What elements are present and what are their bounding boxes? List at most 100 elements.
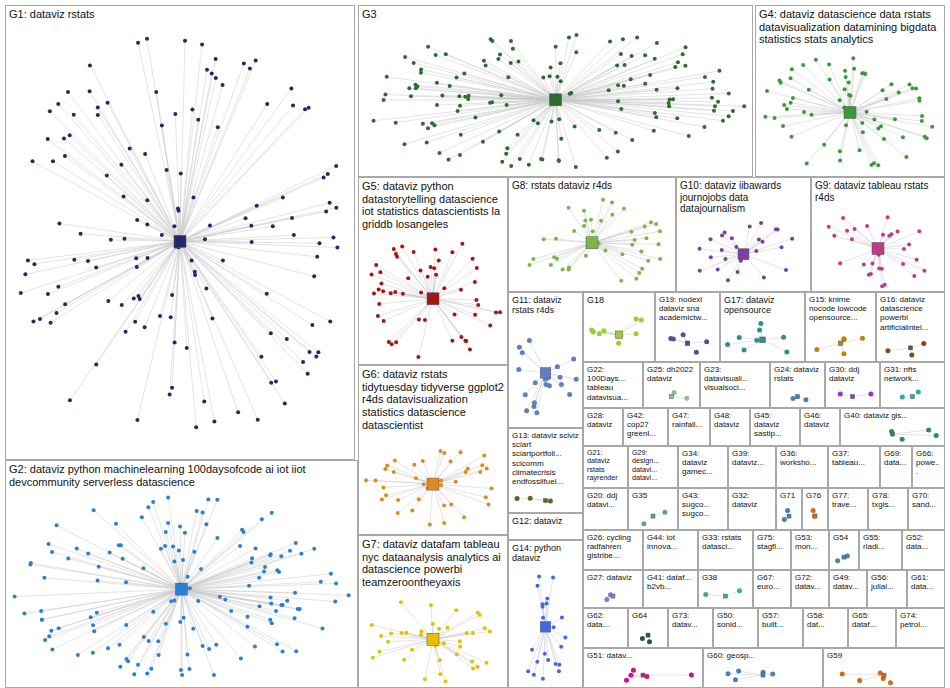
vertex-dot bbox=[196, 118, 200, 122]
vertex-dot bbox=[827, 225, 831, 229]
vertex-dot bbox=[256, 418, 260, 422]
group-network bbox=[528, 198, 663, 283]
group-network bbox=[703, 588, 742, 598]
vertex-dot bbox=[934, 433, 939, 438]
tie-line bbox=[180, 41, 185, 241]
vertex-dot bbox=[308, 350, 312, 354]
vertex-dot bbox=[459, 335, 463, 339]
vertex-dot bbox=[487, 502, 491, 506]
vertex-dot bbox=[166, 521, 170, 525]
vertex-dot bbox=[557, 159, 561, 163]
group-box: G52: data... bbox=[902, 530, 945, 570]
vertex-dot bbox=[473, 313, 477, 317]
vertex-dot bbox=[557, 158, 561, 162]
tie-line bbox=[180, 241, 271, 333]
vertex-dot bbox=[210, 71, 214, 75]
vertex-dot bbox=[684, 45, 688, 49]
vertex-dot bbox=[172, 224, 176, 228]
vertex-dot bbox=[761, 240, 765, 244]
vertex-dot bbox=[671, 337, 676, 342]
vertex-dot bbox=[922, 269, 926, 273]
tie-line bbox=[492, 100, 555, 103]
vertex-dot bbox=[727, 91, 731, 95]
tie-line bbox=[15, 589, 182, 596]
group-box: G37: tableau... bbox=[828, 446, 880, 488]
vertex-dot bbox=[392, 247, 396, 251]
vertex-dot bbox=[253, 645, 257, 649]
vertex-dot bbox=[687, 134, 691, 138]
tie-line bbox=[556, 54, 683, 100]
vertex-dot bbox=[444, 679, 448, 683]
tie-line bbox=[530, 243, 592, 265]
vertex-dot bbox=[288, 549, 292, 553]
group-box: G61: data... bbox=[907, 570, 945, 608]
tie-line bbox=[555, 47, 556, 100]
vertex-dot bbox=[920, 114, 924, 118]
group-label: G36: worksho... bbox=[777, 447, 827, 467]
tie-line bbox=[433, 456, 484, 485]
vertex-dot bbox=[483, 626, 487, 630]
vertex-dot bbox=[504, 152, 508, 156]
vertex-dot bbox=[471, 631, 475, 635]
tie-line bbox=[380, 639, 433, 652]
tie-line bbox=[556, 100, 607, 158]
vertex-dot bbox=[847, 81, 851, 85]
vertex-dot bbox=[379, 281, 383, 285]
vertex-dot bbox=[703, 75, 707, 79]
vertex-dot bbox=[563, 636, 567, 640]
vertex-dot bbox=[429, 265, 433, 269]
vertex-dot bbox=[173, 112, 177, 116]
tie-line bbox=[433, 299, 452, 341]
vertex-dot bbox=[376, 314, 380, 318]
vertex-dot bbox=[382, 319, 386, 323]
vertex-dot bbox=[393, 290, 397, 294]
group-box: G54 bbox=[829, 530, 859, 570]
vertex-dot bbox=[31, 159, 35, 163]
vertex-dot bbox=[322, 175, 326, 179]
vertex-dot bbox=[703, 592, 708, 597]
vertex-dot bbox=[490, 486, 494, 490]
hub-vertex bbox=[427, 478, 439, 490]
vertex-dot bbox=[47, 634, 51, 638]
vertex-dot bbox=[109, 238, 113, 242]
vertex-dot bbox=[13, 595, 17, 599]
vertex-dot bbox=[364, 478, 368, 482]
vertex-dot bbox=[455, 652, 459, 656]
vertex-dot bbox=[133, 320, 137, 324]
hub-vertex bbox=[176, 583, 188, 595]
vertex-dot bbox=[736, 669, 741, 674]
vertex-dot bbox=[902, 247, 906, 251]
vertex-dot bbox=[124, 580, 128, 584]
vertex-dot bbox=[299, 552, 303, 556]
group-box: G38 bbox=[698, 570, 753, 608]
vertex-dot bbox=[454, 480, 458, 484]
vertex-dot bbox=[293, 591, 297, 595]
vertex-dot bbox=[717, 69, 721, 73]
group-label: G7: dataviz datafam tableau nyc dataanal… bbox=[359, 536, 507, 589]
vertex-dot bbox=[242, 61, 246, 65]
vertex-dot bbox=[396, 498, 400, 502]
tie-line bbox=[763, 340, 787, 352]
vertex-dot bbox=[620, 252, 624, 256]
vertex-dot bbox=[191, 627, 195, 631]
group-box: G74: petrol... bbox=[896, 608, 945, 648]
vertex-dot bbox=[46, 137, 50, 141]
vertex-dot bbox=[214, 57, 218, 61]
vertex-dot bbox=[285, 599, 289, 603]
group-label: G32: dataviz bbox=[729, 489, 775, 509]
group-box: G39: dataviz... bbox=[728, 446, 776, 488]
tie-line bbox=[65, 241, 180, 304]
tie-line bbox=[433, 299, 500, 313]
vertex-dot bbox=[914, 87, 918, 91]
vertex-dot bbox=[407, 86, 411, 90]
tie-line bbox=[511, 41, 556, 100]
vertex-dot bbox=[399, 600, 403, 604]
vertex-dot bbox=[57, 221, 61, 225]
vertex-dot bbox=[410, 648, 414, 652]
vertex-dot bbox=[238, 544, 242, 548]
vertex-dot bbox=[268, 553, 272, 557]
tie-line bbox=[182, 570, 278, 589]
vertex-dot bbox=[591, 329, 596, 334]
vertex-dot bbox=[306, 372, 310, 376]
vertex-dot bbox=[668, 97, 672, 101]
